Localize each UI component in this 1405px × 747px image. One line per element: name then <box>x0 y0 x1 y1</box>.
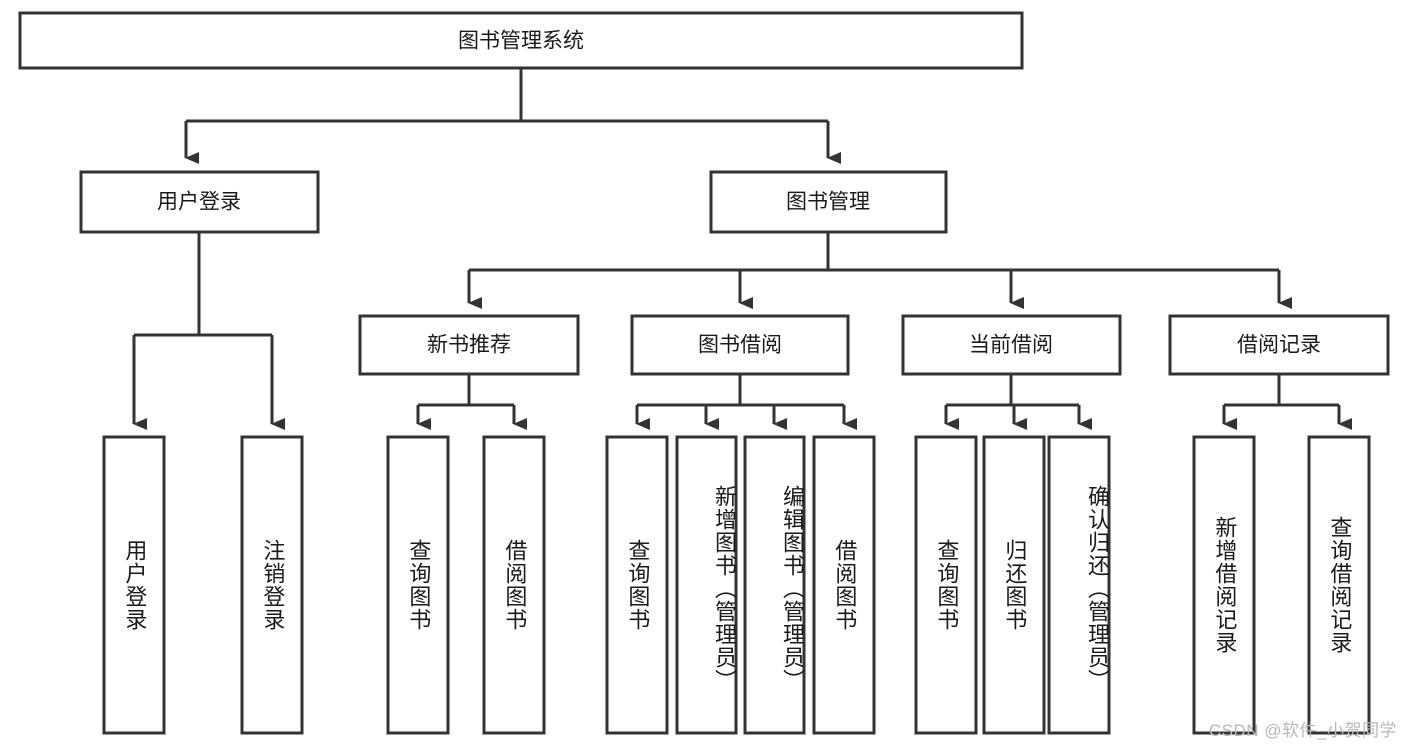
connector-newbook-to-leaves <box>416 374 527 430</box>
node-user-login-label: 用户登录 <box>157 191 241 214</box>
watermark-text: CSDN @软件_小贺同学 <box>1208 721 1397 740</box>
node-leaf-confirm-return[interactable] <box>1047 435 1111 735</box>
node-book-manage[interactable]: 图书管理 <box>709 170 948 234</box>
node-leaf-logout-login[interactable] <box>240 435 304 735</box>
node-book-borrow-label: 图书借阅 <box>698 334 782 357</box>
node-root-label: 图书管理系统 <box>458 30 584 53</box>
node-borrow-record-label: 借阅记录 <box>1237 334 1321 357</box>
node-current-borrow-label: 当前借阅 <box>969 334 1053 357</box>
node-leaf-return-book[interactable] <box>982 435 1046 735</box>
node-book-borrow[interactable]: 图书借阅 <box>630 314 850 376</box>
connector-borrowrecord-to-leaves <box>1222 374 1352 430</box>
node-leaf-add-record[interactable] <box>1192 435 1256 735</box>
node-leaf-edit-book[interactable] <box>743 435 806 735</box>
node-leaf-query-record[interactable] <box>1307 435 1371 735</box>
node-leaf-add-book[interactable] <box>675 435 738 735</box>
connector-userlogin-to-leaves <box>132 232 285 430</box>
node-leaf-query-book-3[interactable] <box>914 435 978 735</box>
connector-root-to-level1 <box>184 68 841 164</box>
node-leaf-borrow-book-1[interactable] <box>482 435 546 735</box>
node-new-book-recommend-label: 新书推荐 <box>427 334 511 357</box>
connector-currentborrow-to-leaves <box>944 374 1092 430</box>
node-leaf-query-book-1[interactable] <box>386 435 450 735</box>
node-user-login[interactable]: 用户登录 <box>79 170 320 234</box>
node-leaf-query-book-2[interactable] <box>605 435 669 735</box>
connector-bookborrow-to-leaves <box>635 374 857 430</box>
node-current-borrow[interactable]: 当前借阅 <box>901 314 1122 376</box>
node-leaf-user-login[interactable] <box>102 435 166 735</box>
node-root[interactable]: 图书管理系统 <box>18 11 1024 70</box>
node-book-manage-label: 图书管理 <box>786 191 870 214</box>
connector-bookmanage-to-level2 <box>467 232 1292 309</box>
node-borrow-record[interactable]: 借阅记录 <box>1168 314 1390 376</box>
node-leaf-borrow-book-2[interactable] <box>812 435 876 735</box>
node-new-book-recommend[interactable]: 新书推荐 <box>358 314 580 376</box>
